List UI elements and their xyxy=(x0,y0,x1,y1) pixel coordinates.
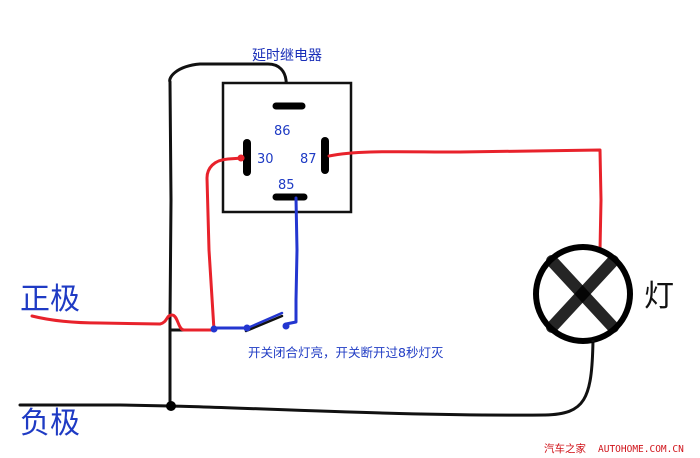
switch-icon xyxy=(210,311,290,333)
junction-ground xyxy=(166,401,176,411)
watermark-cn: 汽车之家 xyxy=(544,442,586,455)
pin-85-label: 85 xyxy=(278,178,295,193)
negative-label: 负极 xyxy=(20,406,80,441)
wire-black-left-drop xyxy=(168,80,173,407)
switch-blade xyxy=(248,311,284,329)
wire-black-switch-blade xyxy=(244,314,284,333)
watermark-site: AUTOHOME.COM.CN xyxy=(598,444,684,455)
wire-red-to-30 xyxy=(205,156,245,332)
wire-black-vertical xyxy=(168,62,290,102)
wire-red-positive-in xyxy=(30,313,216,332)
blue-wires xyxy=(212,196,299,330)
switch-contact-left xyxy=(210,325,218,333)
wire-blue-85-down xyxy=(284,196,299,326)
switch-contact-mid xyxy=(243,324,251,332)
wire-red-87-to-lamp xyxy=(327,148,603,252)
pin-30-label: 30 xyxy=(257,152,274,167)
lamp-cross-b xyxy=(546,255,619,333)
operation-note: 开关闭合灯亮，开关断开过8秒灯灭 xyxy=(248,345,444,360)
lamp-label: 灯 xyxy=(644,279,674,314)
positive-label: 正极 xyxy=(20,282,80,317)
red-wires xyxy=(30,148,603,332)
relay-title: 延时继电器 xyxy=(252,48,322,64)
cross-circle-lamp-icon xyxy=(533,244,633,344)
pin-87-label: 87 xyxy=(300,152,317,167)
black-wires xyxy=(18,62,595,417)
switch-contact-right xyxy=(282,322,290,330)
pin-86-label: 86 xyxy=(274,124,291,139)
junction-30 xyxy=(237,154,245,162)
wire-black-ground xyxy=(18,338,595,417)
relay-pin-contacts xyxy=(243,102,329,201)
